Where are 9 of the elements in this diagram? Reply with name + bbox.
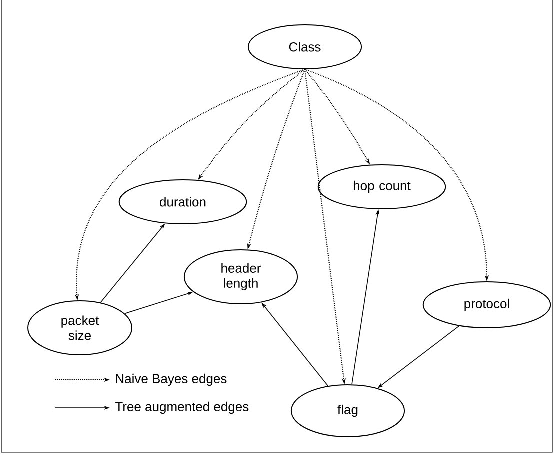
ellipse-node: duration <box>118 180 248 224</box>
legend-text: Tree augmented edges <box>116 402 249 414</box>
ellipse-node: flag <box>290 384 406 438</box>
ellipse-node: header length <box>184 250 298 304</box>
legend-text: Naive Bayes edges <box>116 374 227 386</box>
ellipse-node: protocol <box>422 282 552 328</box>
ellipse-node: hop count <box>318 164 446 210</box>
ellipse-node: packet size <box>28 300 132 356</box>
ellipse-node: Class <box>248 24 362 70</box>
